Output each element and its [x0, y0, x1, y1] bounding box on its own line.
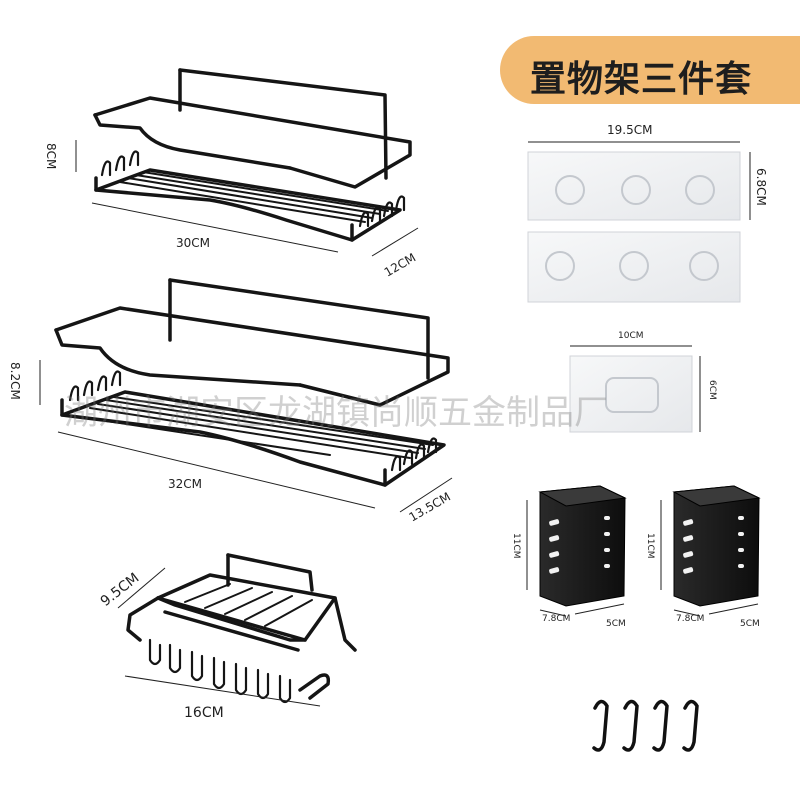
adhesive-pad-small	[569, 355, 693, 433]
rack-32cm	[54, 278, 450, 487]
pad-long-width-label: 19.5CM	[607, 123, 653, 137]
pad-long-height-label: 6.8CM	[754, 168, 768, 206]
pad-small-height-label: 6CM	[707, 380, 717, 400]
utensil-holder-2	[672, 485, 761, 607]
holder1-width-label: 7.8CM	[542, 614, 571, 624]
rack-30cm	[93, 68, 412, 242]
soap-dish	[126, 553, 357, 704]
holder2-width-label: 7.8CM	[676, 614, 705, 624]
holder2-height-label: 11CM	[645, 533, 655, 559]
holder2-depth-label: 5CM	[740, 619, 760, 629]
adhesive-pad-long-1	[527, 151, 741, 221]
rack1-height-label: 8CM	[44, 143, 58, 170]
rack2-length-label: 32CM	[168, 477, 203, 491]
rack2-height-label: 8.2CM	[8, 362, 22, 400]
pad-small-width-label: 10CM	[618, 331, 644, 341]
holder1-height-label: 11CM	[511, 533, 521, 559]
utensil-holder-1	[538, 485, 627, 607]
product-title: 置物架三件套	[530, 59, 753, 100]
rack1-length-label: 30CM	[176, 236, 211, 250]
soap-length-label: 16CM	[184, 705, 224, 721]
watermark-text: 湖州市湖安区龙湖镇尚顺五金制品厂	[64, 393, 608, 433]
holder1-depth-label: 5CM	[606, 619, 626, 629]
adhesive-pad-long-2	[527, 231, 741, 303]
hook-icon	[592, 699, 699, 752]
title-badge	[500, 36, 800, 104]
